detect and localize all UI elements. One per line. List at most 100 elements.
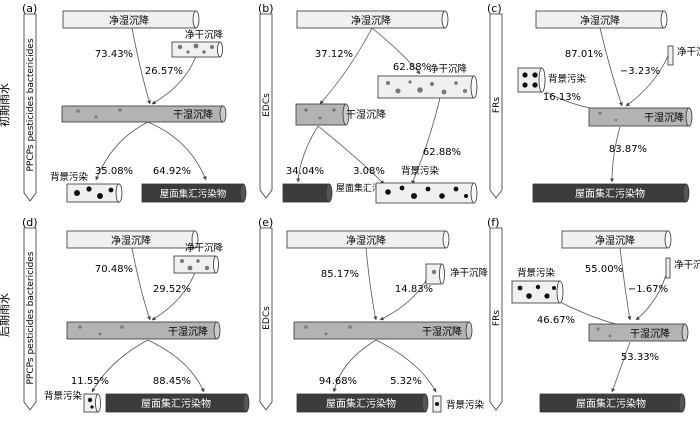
particle-dot bbox=[395, 88, 401, 94]
cylinder-end bbox=[439, 263, 445, 285]
node-label: 净湿沉降 bbox=[595, 234, 635, 247]
flux-value: 29.52% bbox=[153, 284, 191, 295]
node-label: 净湿沉降 bbox=[111, 234, 151, 247]
flux-value: −3.23% bbox=[620, 66, 660, 77]
cylinder-end bbox=[681, 323, 689, 342]
dry-deposition-node bbox=[295, 103, 350, 126]
node-label: 净湿沉降 bbox=[346, 234, 386, 247]
cylinder-body bbox=[377, 75, 475, 99]
cylinder-body bbox=[375, 182, 475, 204]
flux-value: 5.32% bbox=[390, 376, 422, 387]
node-label-dry: 干湿沉降 bbox=[346, 108, 386, 121]
roof-runoff-node: 屋面集汇污染物 bbox=[532, 183, 690, 203]
particle-dot bbox=[177, 44, 183, 50]
node-label: 净湿沉降 bbox=[351, 14, 391, 27]
panel-tag: (f) bbox=[487, 216, 499, 229]
roof-runoff-node bbox=[282, 183, 333, 203]
particle-dot bbox=[90, 405, 94, 409]
cylinder-end bbox=[219, 105, 227, 123]
particle-dot bbox=[186, 50, 190, 54]
cylinder-end bbox=[421, 393, 429, 413]
arrow bbox=[131, 247, 151, 321]
dry-net-deposition-node bbox=[665, 257, 671, 279]
flux-value: 62.88% bbox=[423, 147, 461, 158]
flux-value: 3.08% bbox=[353, 166, 385, 177]
particle-dot bbox=[74, 190, 80, 196]
particle-dot bbox=[411, 193, 417, 199]
arrow bbox=[375, 339, 437, 393]
particle-dot bbox=[348, 325, 352, 329]
flux-value: 55.00% bbox=[585, 264, 623, 275]
roof-runoff-node: 屋面集汇污染物 bbox=[141, 183, 247, 203]
particle-dot bbox=[108, 187, 114, 193]
particle-dot bbox=[187, 265, 193, 271]
particle-dot bbox=[97, 193, 103, 199]
category-label: FRs bbox=[492, 310, 502, 326]
background-pollution-node bbox=[511, 280, 564, 304]
arrow bbox=[147, 121, 207, 181]
dry-deposition-node: 干湿沉降 bbox=[66, 321, 221, 340]
panel-c: (c) FRs 净湿沉降 净干沉降 87.01% −3.23% 背景污染 16.… bbox=[487, 2, 700, 203]
node-label: 屋面集汇污染物 bbox=[576, 397, 646, 410]
arrow bbox=[296, 125, 319, 183]
arrow bbox=[371, 27, 421, 75]
cylinder-end bbox=[95, 393, 101, 413]
cylinder-end bbox=[664, 230, 672, 249]
background-pollution-node bbox=[517, 67, 546, 93]
category-banner bbox=[259, 227, 273, 411]
cylinder-end bbox=[442, 230, 450, 249]
particle-dot bbox=[441, 89, 447, 95]
particle-dot bbox=[210, 45, 214, 49]
particle-dot bbox=[430, 82, 434, 86]
flux-value: 85.17% bbox=[321, 269, 359, 280]
flux-value: 64.92% bbox=[153, 166, 191, 177]
panel-tag: (b) bbox=[258, 2, 274, 15]
cylinder-end bbox=[213, 255, 219, 274]
particle-dot bbox=[408, 80, 412, 84]
arrow bbox=[147, 339, 205, 393]
particle-dot bbox=[596, 327, 600, 331]
category-banner bbox=[489, 227, 503, 411]
background-pollution-node bbox=[66, 183, 123, 203]
particle-dot bbox=[526, 293, 532, 299]
node-label-background: 背景污染 bbox=[401, 165, 440, 177]
node-label-background: 背景污染 bbox=[517, 267, 556, 279]
cylinder-end bbox=[682, 183, 690, 203]
arrow bbox=[625, 55, 669, 107]
dry-deposition-node: 干湿沉降 bbox=[61, 105, 227, 123]
panel-f: (f) FRs 净湿沉降 净干沉降 55.00% −1.67% 背景污染 46.… bbox=[487, 216, 700, 413]
node-label-background: 背景污染 bbox=[446, 399, 485, 411]
node-label: 干湿沉降 bbox=[422, 325, 462, 338]
node-label-dry-net: 净干沉降 bbox=[674, 259, 700, 271]
node-label: 干湿沉降 bbox=[644, 111, 684, 124]
dry-deposition-node: 干湿沉降 bbox=[293, 321, 473, 340]
row-label-early-rain: 初期雨水 bbox=[0, 83, 11, 127]
particle-dot bbox=[435, 402, 439, 406]
node-label: 干湿沉降 bbox=[173, 108, 213, 121]
particle-dot bbox=[196, 259, 200, 263]
particle-dot bbox=[385, 189, 391, 195]
particle-dot bbox=[98, 332, 102, 336]
particle-dot bbox=[94, 115, 98, 119]
background-pollution-node bbox=[375, 182, 478, 204]
flux-value: 70.48% bbox=[95, 264, 133, 275]
dry-deposition-node: 干湿沉降 bbox=[588, 323, 689, 342]
node-label-dry-net: 净干沉降 bbox=[677, 46, 700, 58]
category-label: FRs bbox=[492, 97, 502, 113]
panel-tag: (c) bbox=[487, 2, 502, 15]
flux-value: 11.55% bbox=[71, 376, 109, 387]
flux-value: 46.67% bbox=[537, 315, 575, 326]
wet-deposition-node: 净湿沉降 bbox=[561, 230, 672, 249]
particle-dot bbox=[614, 118, 618, 122]
wet-deposition-node: 净湿沉降 bbox=[62, 10, 200, 29]
flux-value: −1.67% bbox=[628, 284, 668, 295]
particle-dot bbox=[118, 108, 122, 112]
cylinder-end bbox=[556, 280, 564, 304]
cylinder-end bbox=[342, 103, 350, 126]
particle-dot bbox=[463, 89, 467, 93]
background-pollution-node bbox=[432, 395, 442, 413]
particle-dot bbox=[202, 50, 206, 54]
node-label-dry-net: 净干沉降 bbox=[429, 63, 468, 75]
particle-dot bbox=[304, 325, 308, 329]
